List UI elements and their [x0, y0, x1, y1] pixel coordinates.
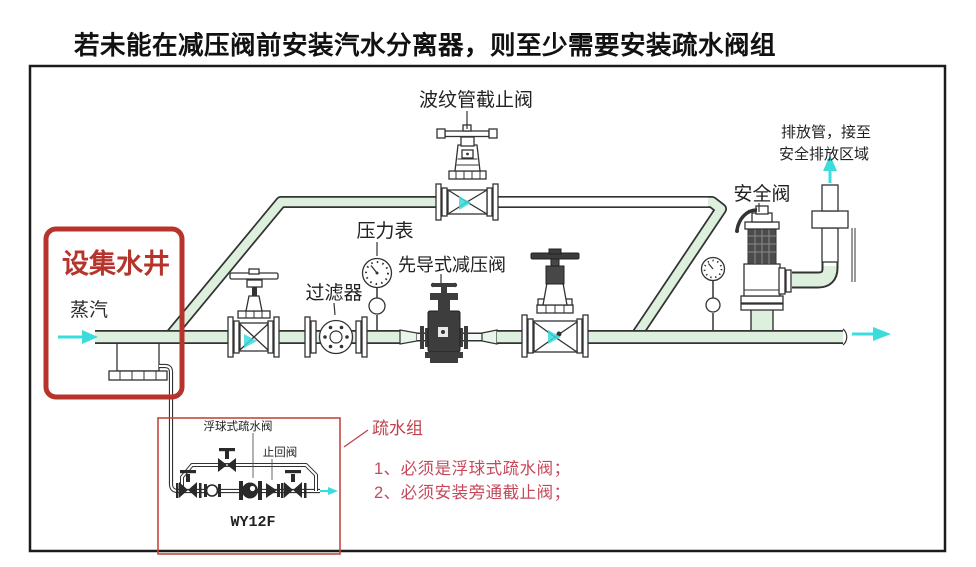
- drain-bypass-valve: [218, 448, 236, 472]
- discharge-pipe: [792, 184, 856, 289]
- leader-drain-group: [343, 429, 369, 448]
- drain-valve-left: [176, 470, 202, 498]
- flow-mark-downstream-valve: [548, 330, 561, 344]
- drain-group-box: [157, 417, 341, 555]
- safety-valve-lever: [735, 208, 758, 231]
- drain-connector-pipe: [159, 363, 320, 494]
- steam-trap: [239, 481, 262, 500]
- bellows-stop-valve: [435, 124, 499, 221]
- safety-valve-label: 安全阀: [733, 183, 790, 205]
- safety-valve: [735, 205, 792, 311]
- bellows-stop-valve-label: 波纹管截止阀: [419, 89, 533, 111]
- strainer-label: 过滤器: [305, 282, 362, 304]
- float-trap-label: 浮球式疏水阀: [204, 419, 273, 433]
- check-valve-label: 止回阀: [263, 445, 298, 459]
- note-1: 1、必须是浮球式疏水阀；: [374, 459, 571, 478]
- flow-arrows: [58, 155, 891, 495]
- drip-leg: [108, 339, 168, 381]
- collection-well-label: 设集水井: [62, 248, 170, 279]
- drain-check-valve: [266, 483, 280, 498]
- pressure-gauge-upstream: [361, 257, 393, 330]
- drain-valve-right: [281, 470, 307, 498]
- page-title: 若未能在减压阀前安装汽水分离器，则至少需要安装疏水阀组: [73, 31, 776, 60]
- downstream-globe-valve: [521, 248, 589, 358]
- pressure-gauge-label: 压力表: [356, 220, 413, 242]
- strainer: [304, 316, 368, 358]
- leader-strainer: [333, 302, 336, 316]
- discharge-label-line2: 安全排放区域: [779, 145, 869, 163]
- flow-mark-bellows-valve: [459, 196, 471, 210]
- drain-group-components: [176, 448, 307, 500]
- drain-group-label: 疏水组: [372, 419, 423, 438]
- bypass-pipe: [165, 196, 727, 340]
- flow-mark-upstream-valve: [244, 334, 257, 348]
- collection-well-box: [43, 226, 185, 400]
- drain-union: [204, 484, 221, 497]
- prv-label: 先导式减压阀: [398, 255, 506, 275]
- discharge-label-line1: 排放管，接至: [781, 124, 871, 141]
- diagram-border: [28, 64, 947, 553]
- labels: 波纹管截止阀 排放管，接至 安全排放区域 安全阀 压力表 先导式减压阀 过滤器 …: [62, 89, 871, 531]
- discharge-arrow: [823, 155, 837, 183]
- outlet-arrow: [852, 327, 891, 341]
- note-2: 2、必须安装旁通截止阀；: [374, 483, 571, 502]
- steam-label: 蒸汽: [70, 299, 108, 321]
- drain-bypass-loop: [180, 463, 318, 491]
- pilot-pressure-reducing-valve: [420, 282, 468, 363]
- pressure-gauge-downstream: [700, 256, 726, 330]
- steam-inlet-arrow: [58, 330, 98, 344]
- trap-model-label: WY12F: [230, 514, 275, 531]
- drain-outlet-arrow: [320, 487, 338, 495]
